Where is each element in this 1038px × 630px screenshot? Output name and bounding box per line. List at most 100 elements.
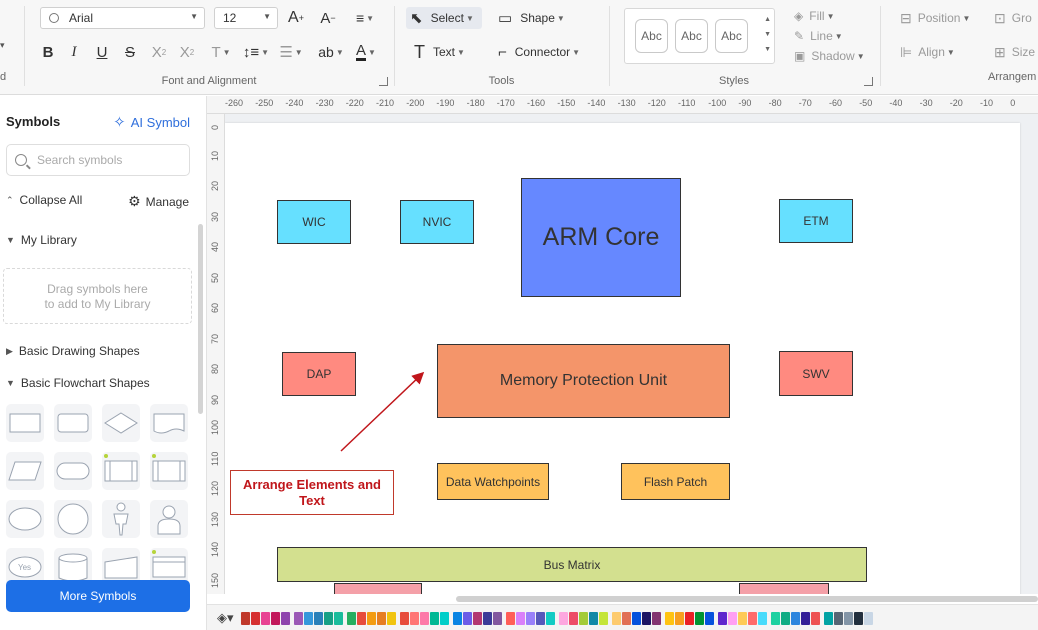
text-tool-button[interactable]: T Text▼	[414, 41, 465, 62]
basic-flowchart-shapes-section[interactable]: ▼ Basic Flowchart Shapes	[6, 376, 150, 390]
color-swatch[interactable]	[546, 612, 555, 625]
color-swatch[interactable]	[758, 612, 767, 625]
wic-block[interactable]: WIC	[277, 200, 351, 244]
flash-patch-block[interactable]: Flash Patch	[621, 463, 730, 500]
color-swatch[interactable]	[387, 612, 396, 625]
shadow-button[interactable]: ▣Shadow▼	[794, 49, 865, 63]
group-launcher-icon[interactable]	[379, 77, 388, 86]
color-swatch[interactable]	[483, 612, 492, 625]
color-swatch[interactable]	[791, 612, 800, 625]
color-swatch[interactable]	[536, 612, 545, 625]
color-swatch[interactable]	[738, 612, 747, 625]
size-button[interactable]: ⊞Size	[990, 41, 1038, 63]
color-swatch[interactable]	[430, 612, 439, 625]
list-icon[interactable]: ☰▼	[279, 44, 303, 61]
color-swatch[interactable]	[811, 612, 820, 625]
color-swatch[interactable]	[801, 612, 810, 625]
underline-icon[interactable]: U	[96, 43, 108, 61]
color-swatch[interactable]	[569, 612, 578, 625]
paint-bucket-icon[interactable]: ◈▾	[217, 610, 234, 625]
manual-input-shape[interactable]	[102, 548, 140, 586]
circle-shape[interactable]	[54, 500, 92, 538]
color-swatch[interactable]	[685, 612, 694, 625]
memory-protection-unit-block[interactable]: Memory Protection Unit	[437, 344, 730, 418]
select-tool-button[interactable]: ⬉ Select▼	[406, 7, 482, 29]
color-swatch[interactable]	[652, 612, 661, 625]
terminator-shape[interactable]	[54, 452, 92, 490]
process-shape[interactable]	[6, 404, 44, 442]
color-swatch[interactable]	[589, 612, 598, 625]
color-swatch[interactable]	[718, 612, 727, 625]
data-shape[interactable]	[6, 452, 44, 490]
color-swatch[interactable]	[400, 612, 409, 625]
predefined-process-shape[interactable]	[102, 452, 140, 490]
my-library-section[interactable]: ▼ My Library	[6, 233, 77, 247]
fill-button[interactable]: ◈Fill▼	[794, 9, 835, 23]
basic-drawing-shapes-section[interactable]: ▶ Basic Drawing Shapes	[6, 344, 140, 358]
manage-button[interactable]: ⚙ Manage	[128, 193, 189, 210]
color-swatch[interactable]	[440, 612, 449, 625]
font-family-select[interactable]: Arial ▼	[40, 7, 205, 29]
shape-tool-button[interactable]: ▭ Shape▼	[498, 10, 565, 27]
color-swatch[interactable]	[705, 612, 714, 625]
color-swatch[interactable]	[854, 612, 863, 625]
position-button[interactable]: ⊟Position▼	[900, 9, 971, 26]
font-color-icon[interactable]: A▼	[356, 41, 376, 61]
color-swatch[interactable]	[559, 612, 568, 625]
color-swatch[interactable]	[463, 612, 472, 625]
color-swatch[interactable]	[642, 612, 651, 625]
color-swatch[interactable]	[367, 612, 376, 625]
color-swatch[interactable]	[516, 612, 525, 625]
swv-block[interactable]: SWV	[779, 351, 853, 396]
group-button[interactable]: ⊡Gro	[990, 7, 1036, 29]
color-swatch[interactable]	[493, 612, 502, 625]
color-swatch[interactable]	[377, 612, 386, 625]
color-swatch[interactable]	[824, 612, 833, 625]
color-swatch[interactable]	[771, 612, 780, 625]
etm-block[interactable]: ETM	[779, 199, 853, 243]
increase-font-icon[interactable]: A+	[288, 9, 304, 26]
cylinder-shape[interactable]	[54, 548, 92, 586]
color-swatch[interactable]	[261, 612, 270, 625]
text-effect-icon[interactable]: T▼	[211, 43, 231, 61]
color-swatch[interactable]	[314, 612, 323, 625]
collapse-all-button[interactable]: ⌃ Collapse All	[6, 193, 82, 207]
color-swatch[interactable]	[695, 612, 704, 625]
group-launcher-icon[interactable]	[864, 77, 873, 86]
color-swatch[interactable]	[453, 612, 462, 625]
quick-style-1[interactable]: Abc	[635, 19, 668, 53]
lower-block-left[interactable]	[334, 583, 422, 594]
color-swatch[interactable]	[728, 612, 737, 625]
color-swatch[interactable]	[599, 612, 608, 625]
color-swatch[interactable]	[251, 612, 260, 625]
color-swatch[interactable]	[294, 612, 303, 625]
color-swatch[interactable]	[473, 612, 482, 625]
color-swatch[interactable]	[834, 612, 843, 625]
color-swatch[interactable]	[347, 612, 356, 625]
bold-icon[interactable]: B	[42, 43, 54, 61]
yes-decision-shape[interactable]: Yes	[6, 548, 44, 586]
document-shape[interactable]	[150, 404, 188, 442]
strikethrough-icon[interactable]: S	[124, 43, 135, 61]
sidebar-scrollbar[interactable]	[198, 224, 203, 414]
dap-block[interactable]: DAP	[282, 352, 356, 396]
person-shape[interactable]	[150, 500, 188, 538]
rounded-rect-shape[interactable]	[54, 404, 92, 442]
color-swatch[interactable]	[665, 612, 674, 625]
search-input[interactable]: Search symbols	[6, 144, 190, 176]
library-drop-zone[interactable]: Drag symbols here to add to My Library	[3, 268, 192, 324]
color-swatch[interactable]	[622, 612, 631, 625]
color-swatch[interactable]	[526, 612, 535, 625]
decision-shape[interactable]	[102, 404, 140, 442]
color-swatch[interactable]	[410, 612, 419, 625]
case-icon[interactable]: ab▼	[318, 44, 344, 60]
actor-shape[interactable]	[102, 500, 140, 538]
line-spacing-icon[interactable]: ↕≡▼	[242, 43, 270, 61]
color-swatch[interactable]	[304, 612, 313, 625]
ellipse-shape[interactable]	[6, 500, 44, 538]
internal-storage-shape[interactable]	[150, 452, 188, 490]
line-button[interactable]: ✎Line▼	[794, 29, 843, 43]
color-swatch[interactable]	[271, 612, 280, 625]
